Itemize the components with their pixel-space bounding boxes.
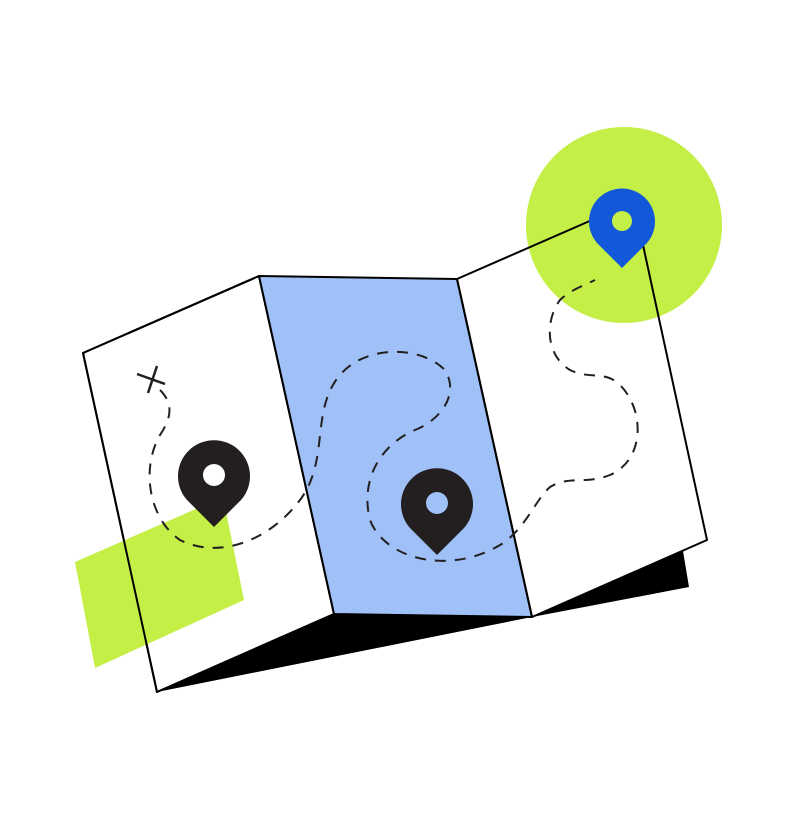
map-shadow (157, 551, 689, 692)
map-panel-right (456, 219, 708, 618)
x-mark-icon (136, 365, 166, 394)
dashed-route (148, 279, 639, 562)
green-rectangle (75, 497, 244, 668)
map-pin-icon (401, 468, 473, 555)
map-pin-icon (178, 440, 250, 527)
map-pin-icon (589, 188, 656, 268)
